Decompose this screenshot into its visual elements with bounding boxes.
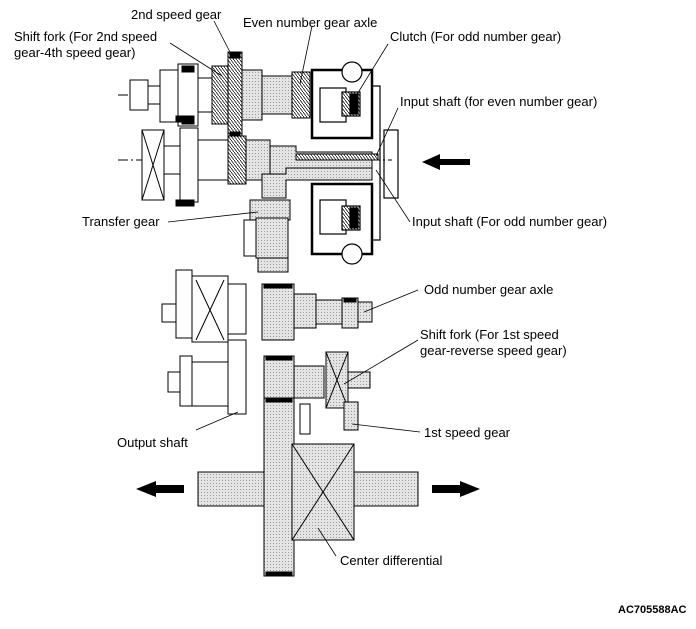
input-shaft-assembly	[118, 115, 392, 207]
label-shift-fork-1-rev: Shift fork (For 1st speed gear-reverse s…	[420, 327, 567, 358]
output-shaft-assembly	[167, 339, 371, 435]
transfer-gear	[243, 199, 291, 273]
odd-gear-axle-assembly	[161, 269, 373, 343]
label-odd-gear-axle: Odd number gear axle	[424, 282, 554, 297]
label-input-shaft-odd: Input shaft (For odd number gear)	[412, 214, 608, 229]
label-transfer-gear: Transfer gear	[82, 214, 160, 229]
label-output-shaft: Output shaft	[117, 435, 188, 450]
even-gear-axle-assembly	[118, 51, 322, 139]
output-arrow-left	[136, 481, 184, 497]
second-speed-gear-body	[227, 51, 243, 139]
label-center-differential: Center differential	[340, 553, 443, 568]
label-input-shaft-even: Input shaft (for even number gear)	[400, 94, 598, 109]
clutch-housing	[310, 61, 399, 265]
input-arrow	[422, 154, 470, 170]
center-differential	[197, 397, 419, 577]
label-even-gear-axle: Even number gear axle	[243, 15, 378, 30]
label-first-speed-gear: 1st speed gear	[424, 425, 511, 440]
label-clutch-odd: Clutch (For odd number gear)	[390, 29, 562, 44]
leader-lines	[167, 20, 421, 557]
label-second-speed-gear: 2nd speed gear	[131, 7, 222, 22]
output-arrow-right	[432, 481, 480, 497]
label-shift-fork-2-4: Shift fork (For 2nd speed gear-4th speed…	[14, 29, 158, 60]
figure-code: AC705588AC	[618, 604, 687, 616]
